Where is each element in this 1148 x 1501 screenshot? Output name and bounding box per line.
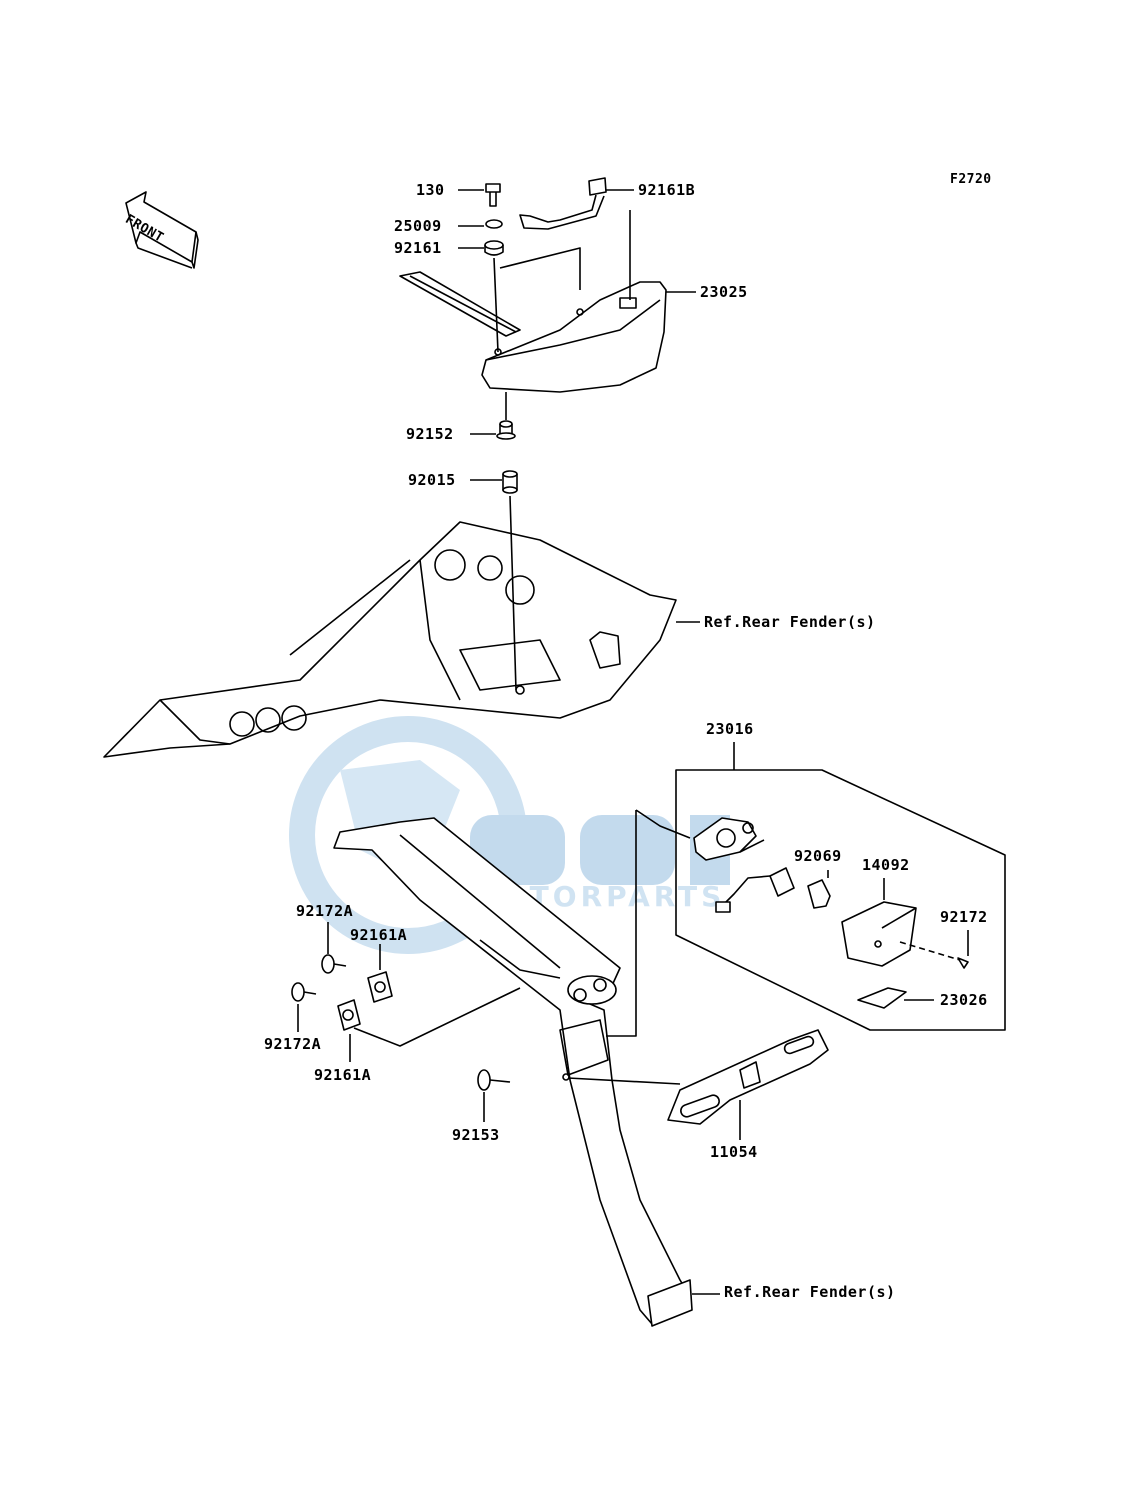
collar-92152	[496, 420, 516, 440]
label-92152: 92152	[406, 425, 454, 443]
label-11054: 11054	[710, 1143, 758, 1161]
label-92069: 92069	[794, 847, 842, 865]
label-92161A-top: 92161A	[350, 926, 408, 944]
washer-25009	[485, 219, 503, 229]
label-130: 130	[416, 181, 445, 199]
label-23016: 23016	[706, 720, 754, 738]
figure-code: F2720	[950, 172, 992, 187]
lens-14092	[841, 901, 917, 967]
label-92172A-bottom: 92172A	[264, 1035, 322, 1053]
label-92161: 92161	[394, 239, 442, 257]
label-92161B: 92161B	[638, 181, 696, 199]
label-14092: 14092	[862, 856, 910, 874]
label-25009: 25009	[394, 217, 442, 235]
rear-fender-ref	[103, 521, 677, 758]
label-92161A-bottom: 92161A	[314, 1066, 372, 1084]
label-92172A-top: 92172A	[296, 902, 354, 920]
label-92015: 92015	[408, 471, 456, 489]
rear-bracket	[333, 817, 693, 1327]
grommet-92161	[484, 240, 504, 256]
bolt-92153	[477, 1069, 511, 1091]
bolt-130	[485, 183, 501, 207]
plate-bracket-11054	[667, 1029, 829, 1125]
front-arrow-icon	[125, 191, 199, 269]
seat-cowl-23025	[399, 271, 667, 393]
label-ref-rear-fender-bottom: Ref.Rear Fender(s)	[724, 1283, 896, 1301]
label-23026: 23026	[940, 991, 988, 1009]
label-92172: 92172	[940, 908, 988, 926]
label-92153: 92153	[452, 1126, 500, 1144]
strap-92161B	[519, 177, 607, 230]
label-ref-rear-fender-top: Ref.Rear Fender(s)	[704, 613, 876, 631]
license-light-23016	[693, 817, 765, 861]
bulb-92069	[807, 879, 831, 909]
grommet-92161A-lower	[337, 999, 361, 1031]
grommet-92161A-upper	[367, 971, 393, 1003]
bolt-92172A-lower	[291, 982, 317, 1002]
reflector-23026	[857, 987, 907, 1009]
bolt-92172A-upper	[321, 954, 347, 974]
socket	[715, 867, 795, 913]
collar-92015	[502, 470, 518, 494]
label-23025: 23025	[700, 283, 748, 301]
